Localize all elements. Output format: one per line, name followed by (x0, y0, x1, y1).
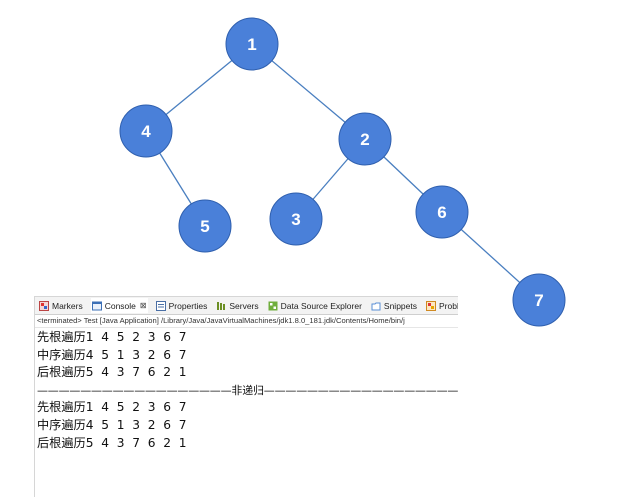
tree-node-label: 2 (360, 130, 369, 149)
tab-probl[interactable]: Probl (425, 298, 458, 313)
problems-icon (426, 300, 436, 311)
console-output[interactable]: 先根遍历1 4 5 2 3 6 7 中序遍历4 5 1 3 2 6 7 后根遍历5 … (35, 328, 458, 452)
properties-icon (155, 300, 166, 311)
tree-node-6: 6 (415, 185, 469, 239)
tab-markers[interactable]: Markers (38, 298, 84, 313)
tree-node-circle (269, 192, 323, 246)
console-output-line: 先根遍历1 4 5 2 3 6 7 (37, 400, 187, 415)
tab-label: Probl (439, 300, 458, 311)
tab-label: Properties (168, 300, 208, 311)
tree-node-label: 5 (200, 217, 209, 236)
tab-properties[interactable]: Properties (155, 298, 209, 313)
eclipse-console-view: Markers Console⊠ Properties Servers Data Sou… (34, 296, 458, 497)
view-tab-bar: Markers Console⊠ Properties Servers Data Sou… (35, 297, 458, 315)
tree-node-label: 3 (291, 210, 300, 229)
tree-node-label: 4 (141, 122, 151, 141)
tree-node-label: 6 (437, 203, 446, 222)
tab-label: Markers (52, 300, 83, 311)
tree-node-circle (415, 185, 469, 239)
tab-label: Console (104, 300, 136, 311)
tab-servers[interactable]: Servers (215, 298, 259, 313)
tree-node-5: 5 (178, 199, 232, 253)
tree-node-4: 4 (119, 104, 173, 158)
close-icon[interactable]: ⊠ (139, 301, 147, 310)
tree-node-1: 1 (225, 17, 279, 71)
servers-icon (216, 301, 226, 311)
tab-label: Snippets (383, 300, 417, 311)
tree-node-circle (119, 104, 173, 158)
snippets-icon (371, 301, 381, 311)
console-status-line: <terminated> Test [Java Application] /Li… (35, 315, 458, 328)
console-output-line: 中序遍历4 5 1 3 2 6 7 (37, 417, 187, 432)
tree-node-3: 3 (269, 192, 323, 246)
tab-label: Servers (229, 300, 259, 311)
tree-node-circle (512, 273, 566, 327)
tree-node-circle (338, 112, 392, 166)
tab-console[interactable]: Console⊠ (90, 298, 148, 313)
tree-node-label: 7 (534, 291, 543, 310)
data-source-icon (268, 301, 278, 311)
tree-node-circle (178, 199, 232, 253)
markers-icon (39, 300, 49, 311)
tab-data-source-explorer[interactable]: Data Source Explorer (267, 298, 363, 313)
console-output-line: 后根遍历5 4 3 7 6 2 1 (37, 435, 187, 450)
console-output-line: 中序遍历4 5 1 3 2 6 7 (37, 347, 187, 362)
tree-node-7: 7 (512, 273, 566, 327)
tree-node-circle (225, 17, 279, 71)
tab-snippets[interactable]: Snippets (370, 298, 418, 313)
console-separator-line: ——————————————————非递归—————————————————— (37, 383, 459, 397)
console-icon (91, 301, 102, 311)
console-output-line: 后根遍历5 4 3 7 6 2 1 (37, 365, 187, 380)
tree-node-2: 2 (338, 112, 392, 166)
tab-label: Data Source Explorer (280, 300, 362, 311)
binary-tree-diagram: 1 4 2 5 3 6 7 (119, 17, 566, 327)
console-output-line: 先根遍历1 4 5 2 3 6 7 (37, 330, 187, 344)
tree-node-label: 1 (247, 35, 256, 54)
